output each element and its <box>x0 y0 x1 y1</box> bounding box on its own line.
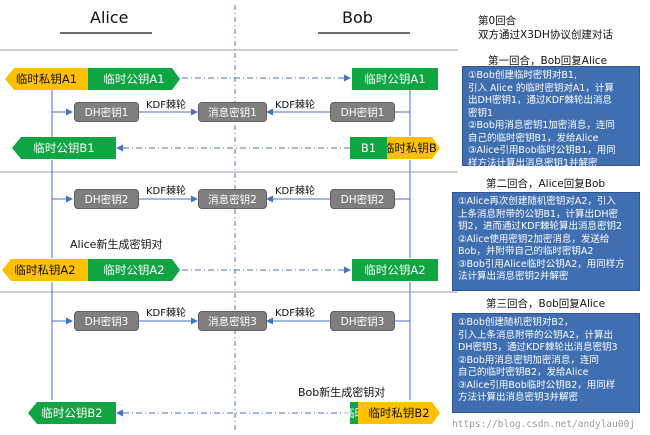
round1-note-line: 密钥1 <box>468 107 494 119</box>
round1-note-line: ②Bob用消息密钥1加密消息，连同 <box>468 120 615 131</box>
watermark: https://blog.csdn.net/andylau00j <box>452 419 636 430</box>
round1-note-line: 自己的临时密钥B1，发给Alice <box>468 132 599 144</box>
round1-note-line: 出DH密钥1，通过KDF棘轮出消息 <box>468 95 613 106</box>
round2-notes-panel: ①Alice再次创建随机密钥对A2，引入 上条消息附带的公钥B1，计算出DH密 … <box>452 192 640 291</box>
round3-note-line: 自己的临时密钥B2，发给Alice <box>458 367 589 378</box>
round1-note-line: ③Alice引用Bob临时公钥B1，用同 <box>468 145 616 156</box>
round0-title: 第0回合 <box>478 15 517 27</box>
dh-key-1-bob: DH密钥1 <box>330 102 395 122</box>
message-key-2: 消息密钥2 <box>198 189 267 209</box>
round2-note-line: 法计算出消息密钥2并解密 <box>458 271 569 282</box>
round3-note-line: ②Bob用消息密钥加密消息，连同 <box>458 354 599 366</box>
alice-header: Alice <box>90 8 129 27</box>
bob-private-key-b2: 临时私钥B2 <box>358 402 440 424</box>
kdf-ratchet-label: KDF棘轮 <box>275 100 316 111</box>
dh-key-3-bob: DH密钥3 <box>330 311 395 331</box>
round2-note-line: ①Alice再次创建随机密钥对A2，引入 <box>458 196 616 207</box>
alice-new-keypair-label: Alice新生成密钥对 <box>70 238 163 251</box>
bob-public-key-a1: 临时公钥A1 <box>352 68 438 90</box>
round2-title: 第二回合，Alice回复Bob <box>486 178 606 190</box>
dh-key-2-alice: DH密钥2 <box>74 189 139 209</box>
kdf-ratchet-label: KDF棘轮 <box>146 308 187 319</box>
bob-public-key-a2: 临时公钥A2 <box>352 259 438 281</box>
round0-subtitle: 双方通过X3DH协议创建对话 <box>478 29 613 41</box>
round1-title: 第一回合，Bob回复Alice <box>488 55 608 67</box>
round2-note-line: ②Alice使用密钥2加密消息，发送给 <box>458 233 610 245</box>
round1-note-line: 样方法计算出消息密钥1并解密 <box>468 157 598 169</box>
alice-public-key-b2: 临时公钥B2 <box>28 402 116 424</box>
kdf-ratchet-label: KDF棘轮 <box>275 186 316 197</box>
round2-note-line: 钥2，进而通过KDF棘轮算出消息密钥2 <box>458 221 623 232</box>
dh-key-3-alice: DH密钥3 <box>74 311 139 331</box>
round3-note-line: DH密钥3，通过KDF棘轮出消息密钥3 <box>458 342 618 353</box>
round2-note-line: 上条消息附带的公钥B1，计算出DH密 <box>458 208 619 220</box>
kdf-ratchet-label: KDF棘轮 <box>146 186 187 197</box>
bob-header: Bob <box>342 8 373 27</box>
round1-note-line: ①Bob创建临时密钥对B1, <box>468 70 577 81</box>
round1-note-line: 引入 Alice 的临时密钥对A1，计算 <box>468 82 614 94</box>
dh-key-1-alice: DH密钥1 <box>74 102 139 122</box>
bob-private-key-b1: 临时私钥B1 <box>387 137 440 159</box>
alice-private-key-a1: 临时私钥A1 <box>5 68 88 90</box>
round2-note-line: ③Bob引用Alice临时公钥A2，用同样方 <box>458 258 625 270</box>
alice-public-key-b1: 临时公钥B1 <box>12 137 116 159</box>
kdf-ratchet-label: KDF棘轮 <box>146 100 187 111</box>
round1-notes-panel: ①Bob创建临时密钥对B1, 引入 Alice 的临时密钥对A1，计算 出DH密… <box>462 66 640 169</box>
bob-new-keypair-label: Bob新生成密钥对 <box>298 386 386 399</box>
round3-note-line: 引入上条消息附带的公钥A2，计算出 <box>458 329 614 341</box>
bob-public-key-b1: B1 <box>350 137 387 159</box>
round3-title: 第三回合，Bob回复Alice <box>486 298 606 310</box>
round3-note-line: ①Bob创建随机密钥对B2， <box>458 317 574 328</box>
round3-note-line: 方法计算出消息密钥3并解密 <box>458 392 579 403</box>
alice-public-key-a2: 临时公钥A2 <box>88 259 180 281</box>
message-key-1: 消息密钥1 <box>198 102 267 122</box>
round3-notes-panel: ①Bob创建随机密钥对B2， 引入上条消息附带的公钥A2，计算出 DH密钥3，通… <box>452 313 640 413</box>
round3-note-line: ③Alice引用Bob临时公钥B2，用同样 <box>458 379 616 391</box>
dh-key-2-bob: DH密钥2 <box>330 189 395 209</box>
round2-note-line: Bob，并附带自己的临时密钥A2 <box>458 246 594 257</box>
message-key-3: 消息密钥3 <box>198 311 267 331</box>
kdf-ratchet-label: KDF棘轮 <box>275 308 316 319</box>
alice-public-key-a1: 临时公钥A1 <box>88 68 180 90</box>
alice-private-key-a2: 临时私钥A2 <box>2 259 88 281</box>
